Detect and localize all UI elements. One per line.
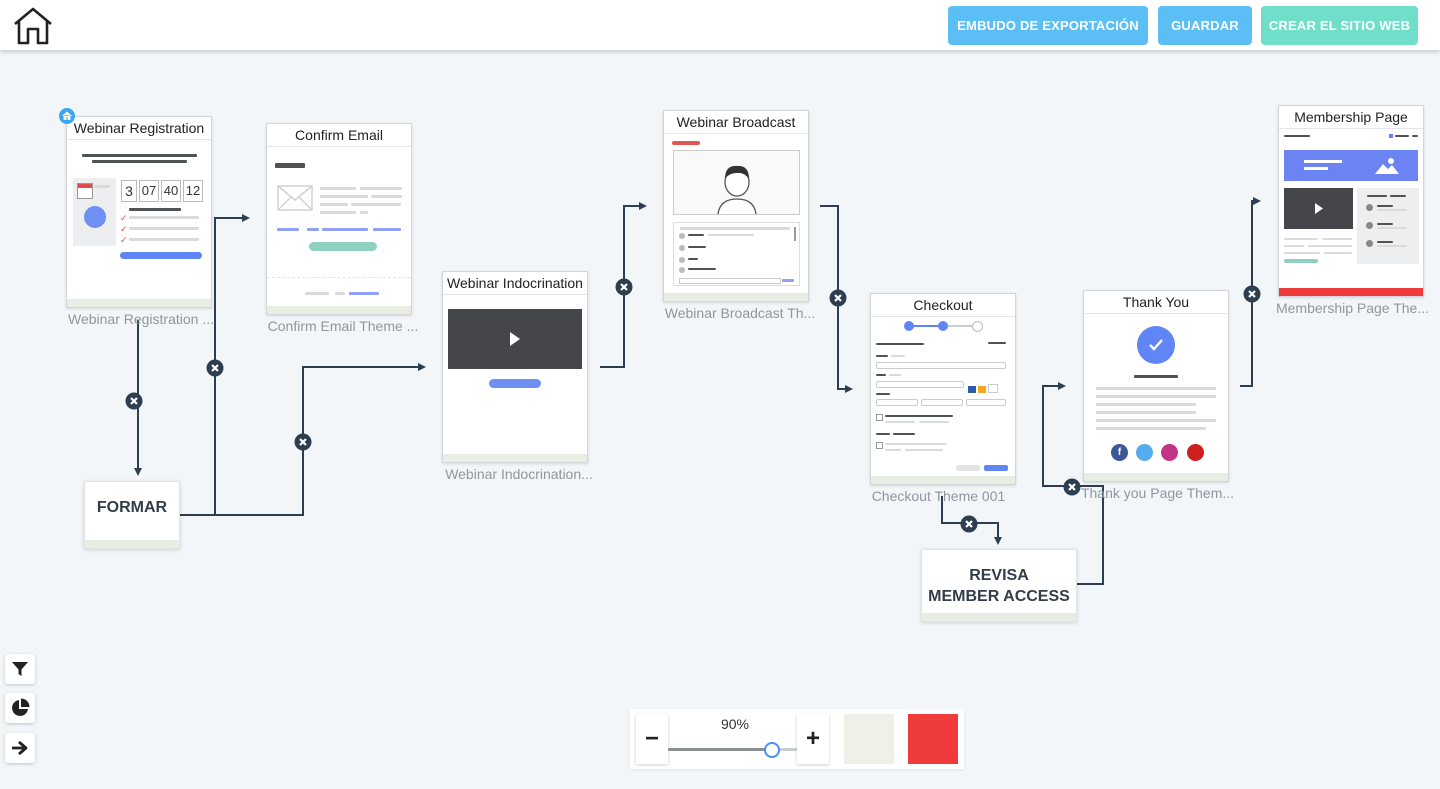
save-button[interactable]: GUARDAR xyxy=(1158,6,1252,45)
step-subtitle: Thank you Page Them... xyxy=(1080,485,1235,501)
countdown-hours: 07 xyxy=(139,180,159,202)
facebook-icon: f xyxy=(1111,444,1128,461)
color-swatch-red[interactable] xyxy=(908,714,958,764)
step-card-thank-you[interactable]: Thank You f xyxy=(1083,290,1229,482)
pie-chart-icon xyxy=(12,698,30,716)
delete-connection-icon[interactable] xyxy=(125,392,143,410)
top-toolbar: EMBUDO DE EXPORTACIÓN GUARDAR CREAR EL S… xyxy=(0,0,1440,50)
action-node-form[interactable]: FORMAR xyxy=(84,481,180,549)
video-play-icon xyxy=(448,309,582,369)
twitter-icon xyxy=(1136,444,1153,461)
youtube-icon xyxy=(1187,444,1204,461)
step-card-membership[interactable]: Membership Page xyxy=(1278,105,1424,297)
delete-connection-icon[interactable] xyxy=(960,515,978,533)
create-website-button[interactable]: CREAR EL SITIO WEB xyxy=(1261,6,1418,45)
page-thumbnail: f xyxy=(1084,314,1228,472)
home-button[interactable] xyxy=(12,6,54,46)
step-title: Webinar Broadcast xyxy=(664,111,808,134)
page-thumbnail xyxy=(664,134,808,292)
checkmark-icon xyxy=(1137,326,1175,364)
countdown-minutes: 40 xyxy=(161,180,181,202)
step-title: Confirm Email xyxy=(267,124,411,147)
step-subtitle: Membership Page The... xyxy=(1275,300,1430,316)
delete-connection-icon[interactable] xyxy=(294,433,312,451)
next-step-button[interactable] xyxy=(5,733,35,763)
step-subtitle: Webinar Indocrination... xyxy=(445,466,593,482)
zoom-in-button[interactable]: + xyxy=(797,714,829,764)
action-node-check-member-access[interactable]: REVISA MEMBER ACCESS xyxy=(921,549,1077,622)
step-title: Membership Page xyxy=(1279,106,1423,129)
step-title: Webinar Registration xyxy=(67,117,211,140)
step-card-webinar-indoctrination[interactable]: Webinar Indocrination xyxy=(442,271,588,463)
action-label-line1: REVISA xyxy=(969,567,1029,584)
step-card-webinar-registration[interactable]: Webinar Registration 3 07 40 12 ✓ ✓ ✓ xyxy=(66,116,212,308)
home-icon xyxy=(14,7,52,45)
zoom-slider-thumb[interactable] xyxy=(764,742,781,758)
step-subtitle: Confirm Email Theme ... xyxy=(267,318,419,334)
countdown-days: 3 xyxy=(121,180,137,202)
zoom-out-button[interactable]: − xyxy=(636,714,668,764)
step-card-checkout[interactable]: Checkout xyxy=(870,293,1016,485)
step-card-confirm-email[interactable]: Confirm Email xyxy=(266,123,412,315)
step-card-webinar-broadcast[interactable]: Webinar Broadcast xyxy=(663,110,809,302)
color-swatch-light[interactable] xyxy=(844,714,894,764)
delete-connection-icon[interactable] xyxy=(1063,478,1081,496)
page-thumbnail xyxy=(267,147,411,305)
action-label-line2: MEMBER ACCESS xyxy=(928,588,1070,605)
filter-button[interactable] xyxy=(5,654,35,684)
zoom-controls: − 90% + xyxy=(630,709,964,769)
zoom-level-label: 90% xyxy=(720,716,750,732)
action-label: FORMAR xyxy=(96,499,168,516)
delete-connection-icon[interactable] xyxy=(1243,285,1261,303)
delete-connection-icon[interactable] xyxy=(615,278,633,296)
page-thumbnail: 3 07 40 12 ✓ ✓ ✓ xyxy=(67,140,211,298)
instagram-icon xyxy=(1161,444,1178,461)
filter-icon xyxy=(12,662,28,676)
step-title: Webinar Indocrination xyxy=(443,272,587,295)
start-page-home-icon xyxy=(59,108,75,124)
delete-connection-icon[interactable] xyxy=(829,289,847,307)
page-thumbnail xyxy=(443,295,587,453)
page-thumbnail xyxy=(1279,129,1423,287)
zoom-slider[interactable] xyxy=(668,742,797,758)
arrow-right-icon xyxy=(12,740,28,756)
export-funnel-button[interactable]: EMBUDO DE EXPORTACIÓN xyxy=(948,6,1148,45)
step-subtitle: Checkout Theme 001 xyxy=(871,488,1006,504)
step-title: Thank You xyxy=(1084,291,1228,314)
page-thumbnail xyxy=(871,317,1015,475)
presenter-avatar-icon xyxy=(717,165,757,214)
step-subtitle: Webinar Registration ... xyxy=(67,311,215,327)
delete-connection-icon[interactable] xyxy=(206,359,224,377)
countdown-seconds: 12 xyxy=(183,180,203,202)
analytics-button[interactable] xyxy=(5,693,35,723)
step-title: Checkout xyxy=(871,294,1015,317)
step-subtitle: Webinar Broadcast Th... xyxy=(664,305,816,321)
